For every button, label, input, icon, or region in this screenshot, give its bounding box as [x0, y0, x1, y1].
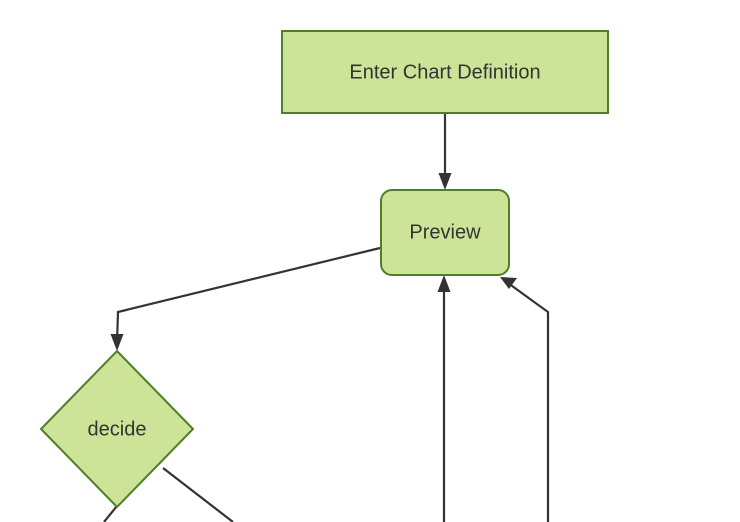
node-shape-rounded-rectangle[interactable] [380, 189, 510, 276]
edge-decide-right-out [162, 467, 234, 522]
edge-lower-right-to-preview [500, 277, 550, 522]
arrow-head-icon [110, 334, 124, 351]
edge-line [507, 282, 550, 522]
arrow-head-icon [437, 275, 451, 292]
edge-lower-center-to-preview [437, 275, 451, 522]
arrow-head-icon [438, 173, 452, 190]
node-decide[interactable]: decide [39, 349, 195, 509]
arrow-head-icon [500, 277, 517, 289]
edge-line [115, 246, 381, 343]
edge-decide-left-out [103, 505, 118, 522]
edge-line [162, 467, 234, 522]
node-enter-chart-definition[interactable]: Enter Chart Definition [281, 30, 609, 114]
node-label-decide: decide [88, 418, 147, 440]
node-label-preview: Preview [409, 221, 481, 243]
node-label-enter-chart-definition: Enter Chart Definition [349, 61, 540, 83]
edge-enter-to-preview [438, 113, 452, 190]
edge-preview-to-decide [110, 246, 381, 351]
node-shape-diamond[interactable] [39, 349, 195, 509]
node-shape-rectangle[interactable] [281, 30, 609, 114]
edge-line [103, 505, 118, 522]
node-preview[interactable]: Preview [380, 189, 510, 276]
